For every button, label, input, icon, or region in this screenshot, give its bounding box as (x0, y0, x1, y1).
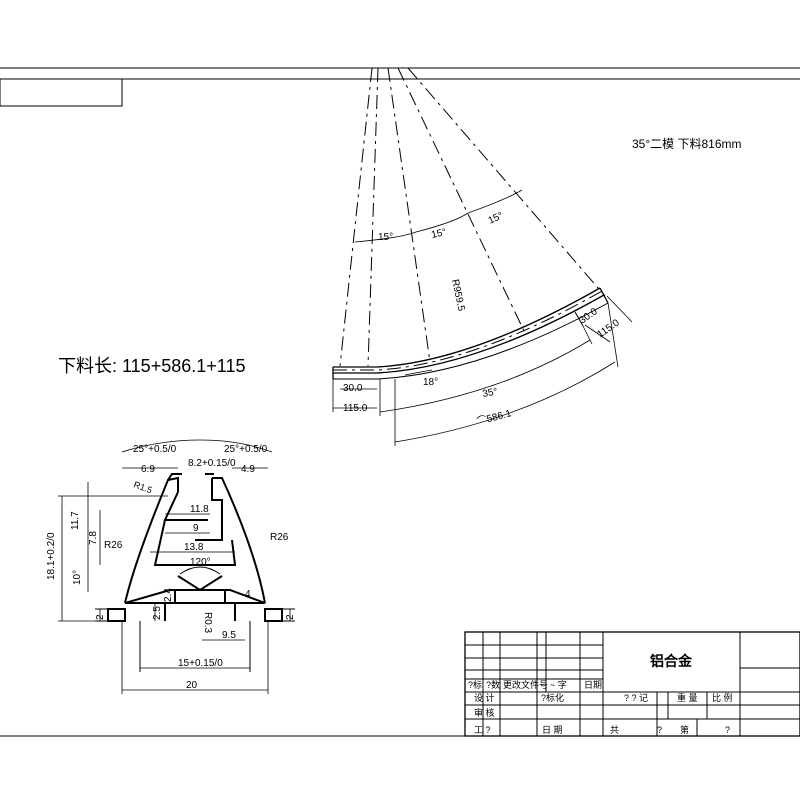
dim-2-4: 2.4 (163, 588, 174, 602)
angle-35: 35° (482, 386, 499, 399)
dim-4: 4 (245, 589, 251, 600)
dim-15: 15+0.15/0 (178, 658, 223, 669)
audit-label: 审 核 (474, 707, 495, 718)
angle-15-a: 15° (378, 232, 393, 243)
dim-120: 120° (190, 557, 211, 568)
dim-2-5: 2.5 (152, 606, 163, 620)
dim-6-9: 6.9 (141, 464, 155, 475)
angle-15-c: 15° (487, 210, 505, 226)
row-label-4: ~ 字 (550, 679, 567, 690)
small-angle: 18° (423, 377, 438, 388)
width-left: 30.0 (343, 383, 363, 394)
dim-r26-right: R26 (270, 532, 289, 543)
design-label: 设 计 (474, 692, 495, 703)
profile-section: 25°+0.5/0 25°+0.5/0 6.9 8.2+0.15/0 4.9 R… (46, 439, 296, 694)
arc-bend-view: 35°二模 下料816mm 15° 15° 15° R959.5 30.0 11… (332, 67, 742, 446)
row-label-2: ?数 (486, 679, 500, 690)
dim-9: 9 (193, 523, 199, 534)
row-label-3: 更改文件号 (503, 679, 548, 690)
date-label: 日 期 (542, 725, 563, 735)
standardize-label: ?标化 (541, 692, 564, 703)
dim-angle-right: 25°+0.5/0 (224, 444, 268, 455)
sheet-frame (0, 67, 800, 737)
process-label: 工 ? (474, 725, 491, 735)
cut-length-note: 下料长: 115+586.1+115 (58, 356, 245, 376)
dim-r1-5: R1.5 (132, 479, 153, 495)
dim-11-7: 11.7 (70, 511, 81, 530)
angle-15-b: 15° (430, 227, 447, 241)
dim-13-8: 13.8 (184, 542, 204, 553)
dim-20: 20 (186, 680, 198, 691)
arc-note: 35°二模 下料816mm (632, 137, 742, 151)
total-label: 共 (610, 725, 619, 735)
dim-2-right: 2 (285, 614, 296, 620)
sheet-value: ? (725, 725, 730, 735)
straight-left: 115.0 (343, 403, 368, 414)
dim-2-left: 2 (95, 614, 106, 620)
scale-label: 比 例 (712, 692, 733, 703)
straight-right: 115.0 (595, 317, 622, 340)
dim-18-1: 18.1+0.2/0 (46, 532, 57, 580)
title-block: 铝合金 ?标 ?数 更改文件号 ~ 字 日期 设 计 ?标化 ? ? 记 重 量… (464, 631, 800, 737)
dim-angle-left: 25°+0.5/0 (133, 444, 177, 455)
weight-label: 重 量 (677, 692, 698, 703)
arc-length: ⌒586.1 (476, 407, 513, 428)
total-value: ? (657, 725, 662, 735)
dim-8-2: 8.2+0.15/0 (188, 458, 236, 469)
dim-4-9: 4.9 (241, 464, 255, 475)
dim-7-8: 7.8 (88, 531, 99, 545)
row-label-5: 日期 (584, 680, 602, 690)
dim-10deg: 10° (72, 570, 83, 585)
row-label-1: ?标 (468, 679, 482, 690)
dim-r26-left: R26 (104, 540, 123, 551)
dim-11-8: 11.8 (190, 504, 209, 515)
material-label: 铝合金 (650, 653, 693, 669)
drawing-label: ? ? 记 (624, 693, 648, 703)
dim-9-5: 9.5 (222, 630, 236, 641)
radius-label: R959.5 (449, 278, 467, 312)
sheet-label: 第 (680, 724, 689, 735)
dim-r0-3: R0.3 (202, 612, 213, 634)
